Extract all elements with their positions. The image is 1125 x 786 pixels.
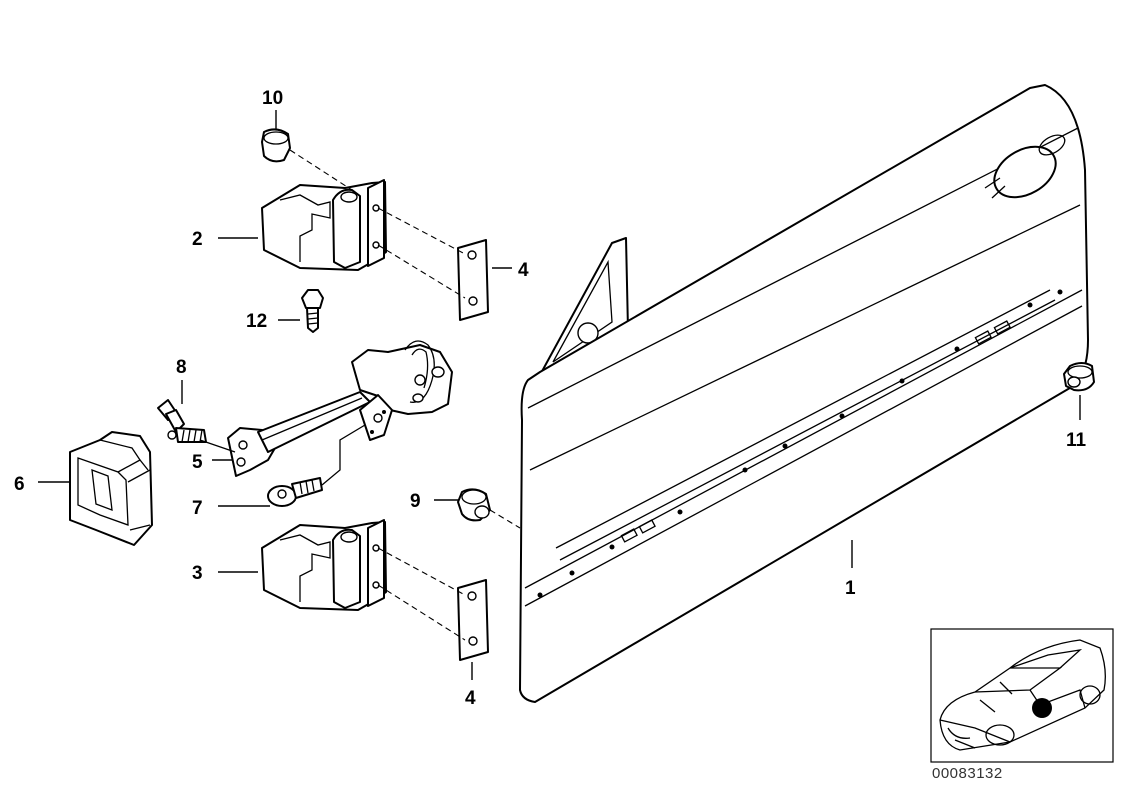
locator-inset	[930, 628, 1114, 763]
screw-7[interactable]	[267, 477, 323, 507]
callout-labels: 10 2 4 12 8 5 6 7 9 3 4 1 11	[14, 88, 1087, 709]
callout-8: 8	[176, 357, 187, 378]
upper-hinge[interactable]	[261, 179, 387, 271]
hinge-plate-upper[interactable]	[457, 239, 489, 321]
inset-frame	[930, 628, 1114, 763]
callout-10: 10	[262, 88, 283, 109]
bolt-8[interactable]	[157, 399, 207, 443]
nut-10[interactable]	[261, 128, 291, 163]
grommet-9[interactable]	[457, 488, 491, 522]
callout-5: 5	[192, 452, 203, 473]
door-check[interactable]	[227, 340, 453, 477]
leader-lines	[38, 110, 1081, 680]
door-panel[interactable]	[519, 84, 1089, 703]
callout-7: 7	[192, 498, 203, 519]
car-silhouette	[939, 639, 1106, 751]
plug-11[interactable]	[1063, 362, 1095, 392]
callout-11: 11	[1066, 430, 1087, 451]
location-marker	[1032, 698, 1052, 718]
bolt-12[interactable]	[301, 289, 324, 333]
callout-1: 1	[845, 578, 856, 599]
hinge-plate-lower[interactable]	[457, 579, 489, 661]
assembly-lines	[199, 149, 521, 641]
cover-6[interactable]	[69, 431, 153, 546]
callout-2: 2	[192, 229, 203, 250]
callout-12: 12	[246, 311, 267, 332]
callout-3: 3	[192, 563, 203, 584]
callout-4-upper: 4	[518, 260, 529, 281]
lower-hinge[interactable]	[261, 519, 387, 611]
callout-9: 9	[410, 491, 421, 512]
catalog-number: 00083132	[932, 765, 1003, 782]
callout-4-lower: 4	[465, 688, 476, 709]
callout-6: 6	[14, 474, 25, 495]
